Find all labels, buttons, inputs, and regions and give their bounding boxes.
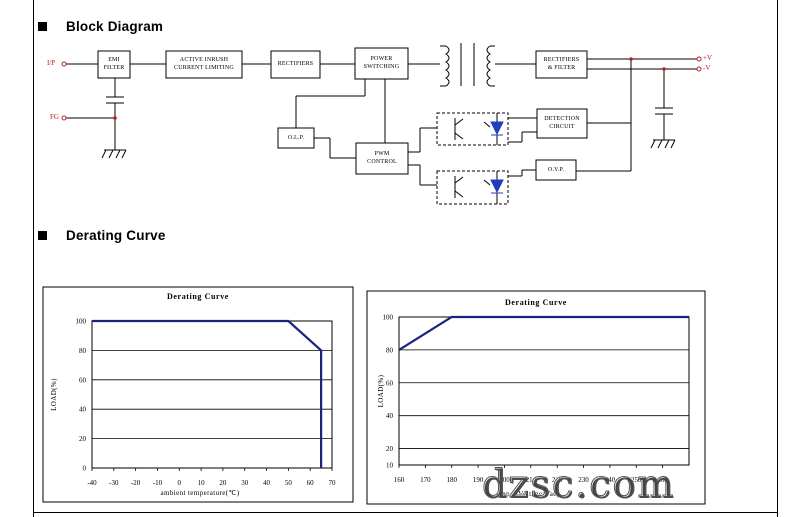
x-tick-label: -40 (87, 479, 97, 487)
chart-frame (42, 286, 354, 503)
olp-label: O.L.P. (287, 135, 305, 141)
x-tick-label: 20 (219, 479, 227, 487)
y-tick-label: 60 (79, 376, 87, 384)
rectifiers-filter-label: RECTIFIERS& FILTER (543, 57, 580, 71)
block-diagram-heading: Block Diagram (66, 19, 164, 34)
x-tick-label: 60 (307, 479, 315, 487)
y-tick-label: 100 (383, 314, 394, 322)
y-tick-label: 20 (386, 445, 394, 453)
x-tick-label: 70 (329, 479, 337, 487)
plot-area (91, 320, 333, 469)
x-tick-label: 10 (198, 479, 206, 487)
x-tick-label: 180 (446, 476, 457, 484)
fg-terminal-label: FG (50, 113, 59, 121)
x-tick-label: 50 (285, 479, 293, 487)
rectifiers-label: RECTIFIERS (277, 61, 314, 67)
watermark: dzsc.com (481, 462, 676, 507)
x-tick-label: -30 (109, 479, 119, 487)
x-tick-label: -20 (131, 479, 141, 487)
derating-curve-heading: Derating Curve (66, 228, 166, 243)
y-tick-label: 80 (386, 346, 394, 354)
vminus-terminal-label: -V (703, 64, 711, 72)
y-tick-label: 100 (76, 318, 87, 326)
x-tick-label: -10 (153, 479, 163, 487)
x-tick-label: 160 (394, 476, 405, 484)
y-tick-label: 0 (83, 465, 87, 473)
chart-title: Derating Curve (167, 292, 229, 301)
y-axis-label: LOAD(%) (50, 378, 58, 411)
chart-title: Derating Curve (505, 298, 567, 307)
x-tick-label: 40 (263, 479, 271, 487)
optocoupler-lower (436, 170, 509, 205)
optocoupler-upper (436, 112, 509, 146)
x-tick-label: 30 (241, 479, 249, 487)
bullet-derating-curve (38, 231, 47, 240)
y-tick-label: 10 (386, 462, 394, 470)
x-tick-label: 170 (420, 476, 431, 484)
frame-left-border (33, 0, 34, 517)
series-line (398, 315, 689, 351)
y-tick-label: 60 (386, 379, 394, 387)
bullet-block-diagram (38, 22, 47, 31)
series-line (92, 319, 323, 468)
y-tick-label: 20 (79, 435, 87, 443)
frame-right-border (777, 0, 778, 517)
x-axis-label: ambient temperature(℃) (160, 489, 239, 497)
y-tick-label: 80 (79, 347, 87, 355)
frame-bottom-border (33, 512, 778, 513)
ovp-label: O.V.P. (547, 167, 565, 173)
x-tick-label: 0 (178, 479, 182, 487)
vplus-terminal-label: +V (703, 54, 713, 62)
y-axis-label: LOAD(%) (377, 374, 385, 407)
y-tick-label: 40 (79, 406, 87, 414)
plot-area (398, 316, 690, 466)
ip-terminal-label: I/P (47, 59, 56, 67)
y-tick-label: 40 (386, 412, 394, 420)
